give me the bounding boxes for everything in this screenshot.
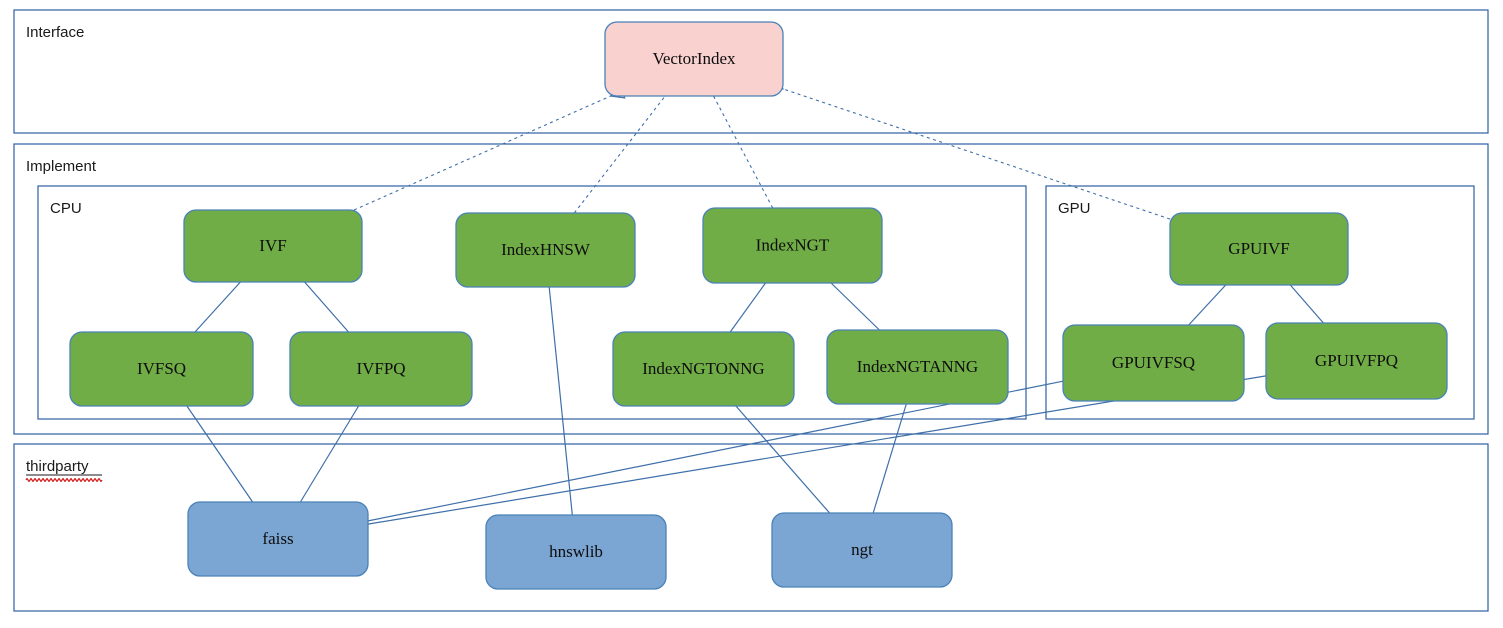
node-label-indexhnsw: IndexHNSW xyxy=(501,240,591,259)
node-gpuivfsq[interactable]: GPUIVFSQ xyxy=(1062,324,1245,402)
node-label-vectorindex: VectorIndex xyxy=(652,49,736,68)
node-ivf[interactable]: IVF xyxy=(183,209,363,283)
node-faiss[interactable]: faiss xyxy=(187,501,369,577)
node-label-gpuivf: GPUIVF xyxy=(1228,239,1289,258)
node-label-faiss: faiss xyxy=(262,529,293,548)
node-label-ngt: ngt xyxy=(851,540,873,559)
node-label-gpuivfsq: GPUIVFSQ xyxy=(1112,353,1195,372)
node-ivfsq[interactable]: IVFSQ xyxy=(69,331,254,407)
container-label-cpu: CPU xyxy=(50,200,82,217)
node-label-ivfsq: IVFSQ xyxy=(137,359,186,378)
container-label-thirdparty: thirdparty xyxy=(26,458,89,475)
node-indexngtanng[interactable]: IndexNGTANNG xyxy=(826,329,1009,405)
node-label-ivfpq: IVFPQ xyxy=(356,359,405,378)
node-ngt[interactable]: ngt xyxy=(771,512,953,588)
node-hnswlib[interactable]: hnswlib xyxy=(485,514,667,590)
node-gpuivfpq[interactable]: GPUIVFPQ xyxy=(1265,322,1448,400)
container-label-interface: Interface xyxy=(26,24,84,41)
spellcheck-squiggle xyxy=(25,478,103,482)
node-label-gpuivfpq: GPUIVFPQ xyxy=(1315,351,1398,370)
container-label-gpu: GPU xyxy=(1058,200,1091,217)
node-vectorindex[interactable]: VectorIndex xyxy=(604,21,784,97)
node-label-indexngtonng: IndexNGTONNG xyxy=(642,359,764,378)
node-label-hnswlib: hnswlib xyxy=(549,542,603,561)
node-ivfpq[interactable]: IVFPQ xyxy=(289,331,473,407)
node-label-indexngtanng: IndexNGTANNG xyxy=(857,357,978,376)
node-gpuivf[interactable]: GPUIVF xyxy=(1169,212,1349,286)
node-label-indexngt: IndexNGT xyxy=(756,235,830,254)
node-indexhnsw[interactable]: IndexHNSW xyxy=(455,212,636,288)
node-indexngtonng[interactable]: IndexNGTONNG xyxy=(612,331,795,407)
container-label-implement: Implement xyxy=(26,158,97,175)
node-indexngt[interactable]: IndexNGT xyxy=(702,207,883,284)
node-label-ivf: IVF xyxy=(259,236,286,255)
